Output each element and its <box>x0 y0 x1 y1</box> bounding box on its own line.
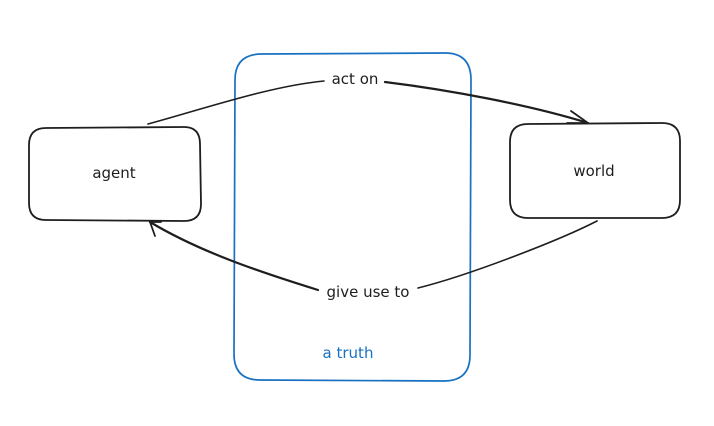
truth-container[interactable]: a truth <box>233 52 472 382</box>
arrowhead-world-icon <box>566 110 589 124</box>
world-box <box>509 122 681 219</box>
agent-box <box>28 126 202 222</box>
agent-label: agent <box>92 164 135 182</box>
edge-act-on-label: act on <box>332 70 379 88</box>
edge-act-on-line-right <box>383 80 590 125</box>
edge-give-use-to-line-right <box>417 220 598 289</box>
arrowhead-agent-icon <box>149 221 162 237</box>
edge-give-use-to[interactable]: give use to <box>148 220 598 301</box>
world-node[interactable]: world <box>509 122 681 219</box>
edge-give-use-to-line-left <box>148 220 320 292</box>
edge-act-on[interactable]: act on <box>147 70 590 125</box>
world-label: world <box>573 162 614 180</box>
truth-box <box>233 52 472 382</box>
edge-act-on-line-left <box>147 80 325 125</box>
agent-node[interactable]: agent <box>28 126 202 222</box>
truth-label: a truth <box>323 344 374 362</box>
edge-give-use-to-label: give use to <box>327 283 410 301</box>
